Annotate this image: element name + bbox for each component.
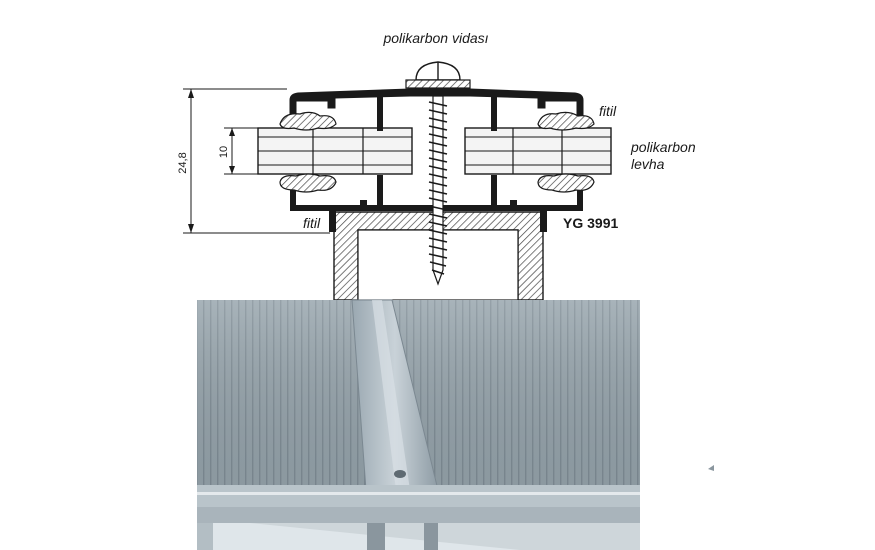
installation-photo — [197, 299, 714, 550]
dimension-overall: 24,8 — [177, 88, 330, 234]
label-wick-bottom: fitil — [303, 215, 321, 231]
label-profile-code: YG 3991 — [563, 215, 618, 231]
label-sheet-line1: polikarbon — [630, 139, 696, 155]
cross-section-drawing: 24,8 10 polikarbon vidası fitil fitil po… — [177, 30, 696, 301]
wick-bottom-left — [279, 173, 337, 193]
label-screw: polikarbon vidası — [382, 30, 488, 46]
top-cap-profile — [289, 88, 584, 131]
wick-top-right — [537, 111, 595, 131]
polycarbonate-sheet-left — [257, 127, 413, 175]
screw — [405, 61, 471, 286]
dimension-sheet: 10 — [218, 127, 258, 175]
polycarbonate-sheet-right — [464, 127, 612, 175]
dimension-sheet-value: 10 — [218, 146, 230, 158]
wick-bottom-right — [537, 173, 595, 193]
dimension-overall-value: 24,8 — [177, 152, 189, 173]
label-sheet-line2: levha — [631, 156, 665, 172]
label-wick-top: fitil — [599, 103, 617, 119]
photo-screw-head — [394, 470, 406, 478]
wick-top-left — [279, 111, 337, 131]
